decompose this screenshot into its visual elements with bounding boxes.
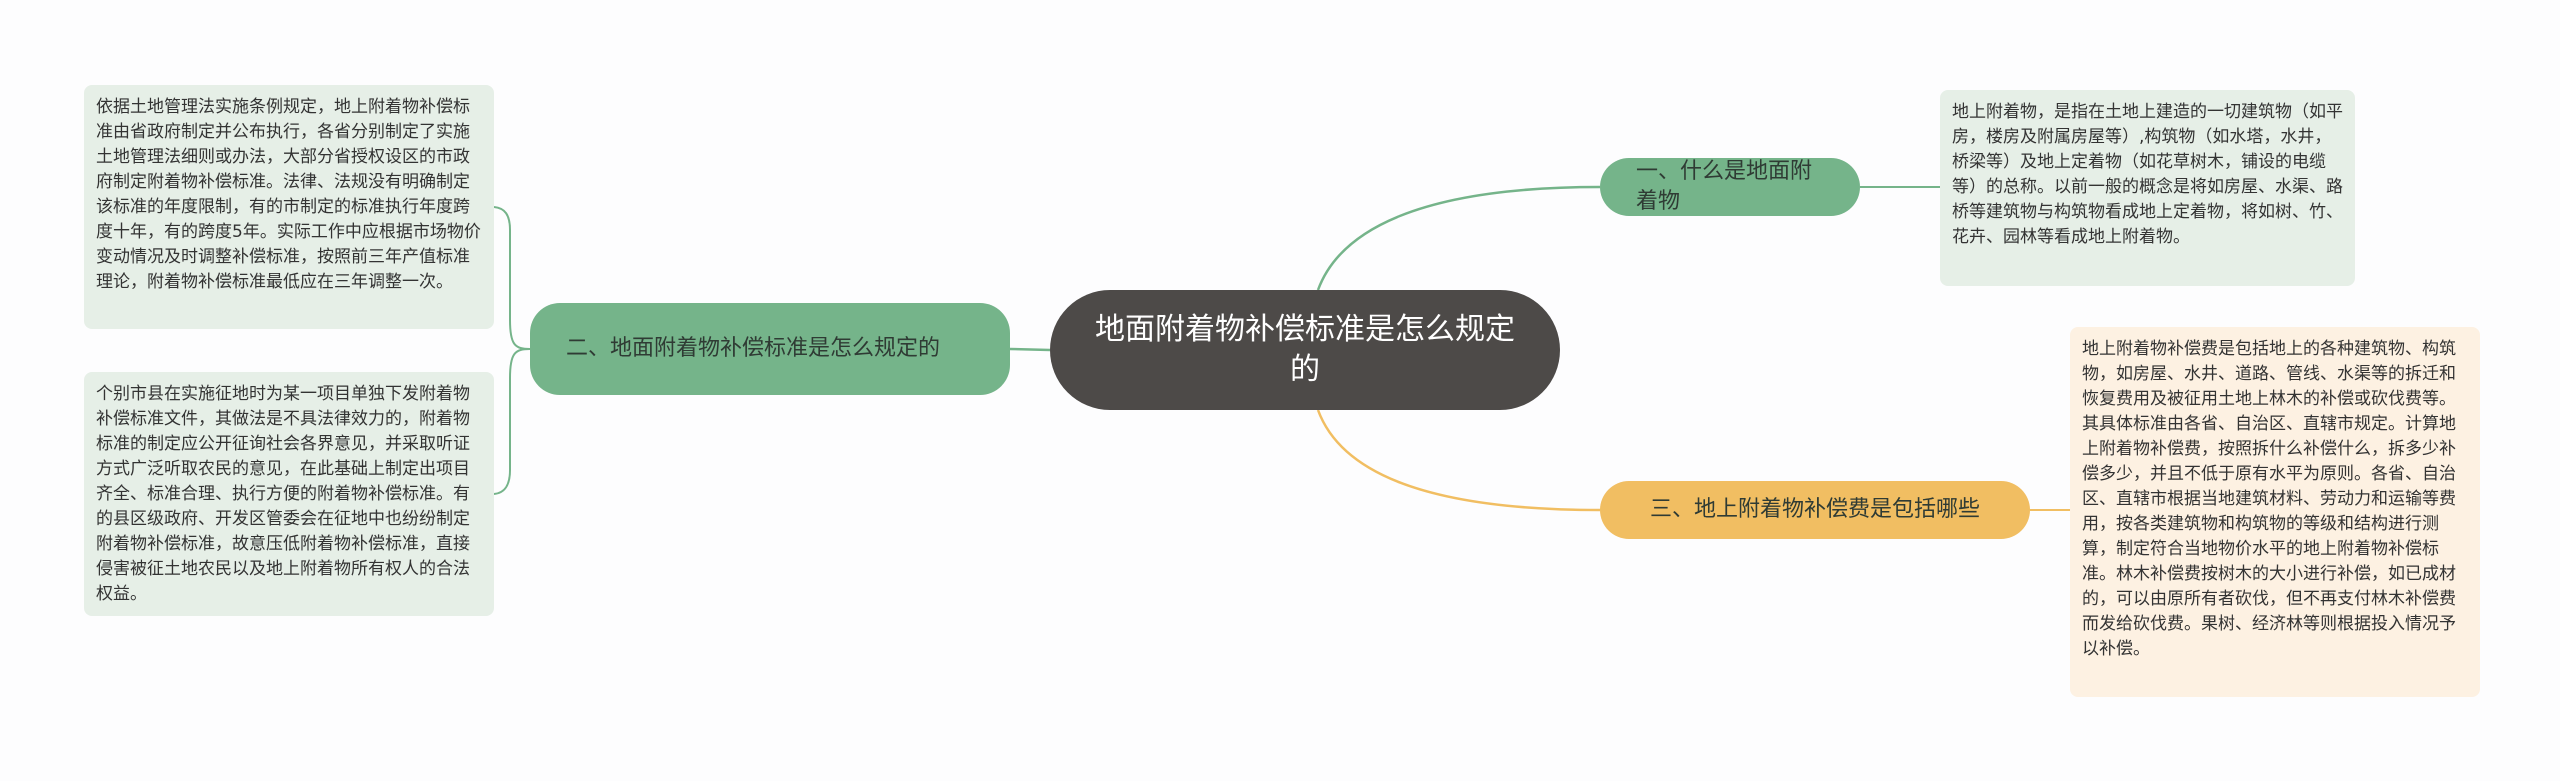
branch-1-detail[interactable]: 地上附着物，是指在土地上建造的一切建筑物（如平房，楼房及附属房屋等）,构筑物（如…	[1940, 90, 2355, 286]
branch-2-detail-2[interactable]: 个别市县在实施征地时为某一项目单独下发附着物补偿标准文件，其做法是不具法律效力的…	[84, 372, 494, 616]
branch-node-1[interactable]: 一、什么是地面附着物	[1600, 158, 1860, 216]
branch-2-label: 二、地面附着物补偿标准是怎么规定的	[566, 336, 941, 361]
link-branch-2-to-detail-2	[493, 348, 531, 495]
link-center-to-branch-2	[1009, 347, 1051, 352]
branch-3-detail[interactable]: 地上附着物补偿费是包括地上的各种建筑物、构筑物，如房屋、水井、道路、管线、水渠等…	[2070, 327, 2480, 697]
link-center-to-branch-3	[1316, 409, 1601, 512]
branch-2-detail-1[interactable]: 依据土地管理法实施条例规定，地上附着物补偿标准由省政府制定并公布执行，各省分别制…	[84, 85, 494, 329]
branch-node-2[interactable]: 二、地面附着物补偿标准是怎么规定的	[530, 303, 1010, 395]
branch-node-3[interactable]: 三、地上附着物补偿费是包括哪些	[1600, 481, 2030, 539]
branch-3-detail-text: 地上附着物补偿费是包括地上的各种建筑物、构筑物，如房屋、水井、道路、管线、水渠等…	[2082, 339, 2456, 659]
central-topic[interactable]: 地面附着物补偿标准是怎么规定的	[1050, 290, 1560, 410]
branch-2-detail-1-text: 依据土地管理法实施条例规定，地上附着物补偿标准由省政府制定并公布执行，各省分别制…	[96, 97, 481, 292]
branch-3-label: 三、地上附着物补偿费是包括哪些	[1649, 497, 1980, 522]
central-topic-label: 地面附着物补偿标准是怎么规定的	[1095, 312, 1515, 387]
branch-2-detail-2-text: 个别市县在实施征地时为某一项目单独下发附着物补偿标准文件，其做法是不具法律效力的…	[96, 384, 470, 604]
branch-1-label: 一、什么是地面附着物	[1636, 159, 1813, 214]
link-branch-2-to-detail-1	[493, 206, 531, 350]
branch-1-detail-text: 地上附着物，是指在土地上建造的一切建筑物（如平房，楼房及附属房屋等）,构筑物（如…	[1952, 102, 2343, 247]
link-center-to-branch-1	[1316, 185, 1601, 291]
